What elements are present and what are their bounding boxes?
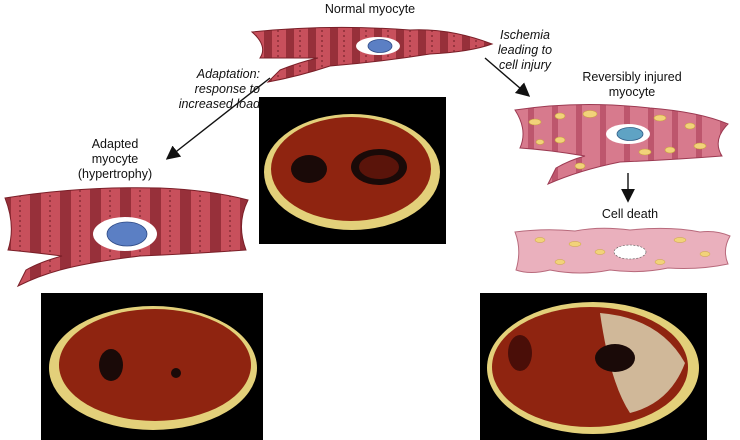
adaptation-line-1: Adaptation: — [196, 67, 260, 81]
adaptation-label: Adaptation: response to increased load — [120, 67, 260, 112]
hypertrophy-heart-photo — [41, 293, 263, 440]
adapted-myocyte-icon — [4, 187, 249, 288]
arrow-to-injured — [484, 57, 531, 97]
normal-heart-photo — [259, 97, 446, 244]
adaptation-line-3: increased load — [178, 97, 260, 111]
cell-death-label: Cell death — [601, 207, 659, 221]
adapted-myocyte-label: Adapted myocyte (hypertrophy) — [55, 137, 175, 182]
normal-myocyte-icon — [250, 26, 494, 83]
adaptation-line-2: response to — [194, 82, 260, 96]
ischemia-line-1: Ischemia — [499, 28, 551, 42]
reversible-line-1: Reversibly injured — [582, 70, 682, 84]
adapted-line-1: Adapted — [91, 137, 139, 151]
dead-myocyte-icon — [514, 227, 731, 274]
ischemia-label: Ischemia leading to cell injury — [470, 28, 580, 73]
infarct-heart-photo — [480, 293, 707, 440]
reversible-line-2: myocyte — [608, 85, 656, 99]
adapted-line-2: myocyte — [91, 152, 139, 166]
normal-myocyte-label: Normal myocyte — [324, 2, 416, 16]
reversibly-injured-label: Reversibly injured myocyte — [562, 70, 702, 100]
injured-myocyte-icon — [514, 103, 729, 186]
ischemia-line-3: cell injury — [498, 58, 552, 72]
ischemia-line-2: leading to — [497, 43, 553, 57]
adapted-line-3: (hypertrophy) — [77, 167, 153, 181]
arrow-to-adapted — [165, 77, 271, 160]
